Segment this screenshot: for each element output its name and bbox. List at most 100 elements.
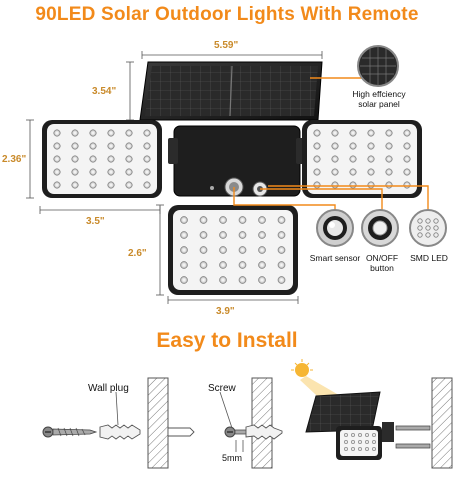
led-dot [238, 276, 247, 284]
led-dot [367, 181, 375, 189]
led-dot [53, 155, 61, 163]
install-step-3 [291, 359, 453, 469]
led-dot [53, 181, 61, 189]
led-dot [349, 181, 357, 189]
led-dot [349, 129, 357, 137]
side-width-label: 3.5" [86, 216, 105, 227]
smart-sensor-label: Smart sensor [309, 253, 361, 263]
led-dot [89, 168, 97, 176]
depth-label: 5mm [222, 453, 242, 463]
led-dot [349, 168, 357, 176]
dimension-lines [26, 51, 323, 304]
led-dot [199, 261, 208, 269]
led-dot [277, 246, 286, 254]
led-dot [351, 440, 356, 445]
led-dot [433, 232, 439, 238]
led-dot [71, 129, 79, 137]
led-dot [331, 181, 339, 189]
led-dot [403, 155, 411, 163]
smd-led-zoom [409, 209, 447, 247]
led-dot [238, 231, 247, 239]
led-dot [53, 168, 61, 176]
led-dot [277, 216, 286, 224]
led-dot [71, 155, 79, 163]
led-dot [313, 181, 321, 189]
led-dot [425, 225, 431, 231]
led-dot [417, 225, 423, 231]
led-dot [313, 129, 321, 137]
led-dot [143, 142, 151, 150]
led-dot [258, 276, 266, 284]
led-dot [313, 142, 321, 150]
right-led-panel [302, 120, 422, 198]
led-dot [258, 246, 266, 254]
led-dot [372, 433, 377, 438]
led-dot [238, 216, 247, 224]
bottom-height-label: 2.6" [128, 248, 147, 259]
led-dot [199, 246, 208, 254]
solar-panel-label: High effciency solar panel [352, 89, 406, 109]
led-dot [199, 216, 208, 224]
led-dot [53, 142, 61, 150]
led-dot [199, 231, 208, 239]
screw-label: Screw [208, 383, 236, 394]
bottom-led-panel [168, 205, 298, 295]
led-dot [219, 276, 227, 284]
led-dot [344, 440, 349, 445]
led-dot [367, 168, 375, 176]
led-dot [199, 276, 208, 284]
onoff-button-zoom [361, 209, 399, 247]
led-dot [331, 129, 339, 137]
led-dot [365, 433, 370, 438]
led-dot [219, 216, 227, 224]
product-title: 90LED Solar Outdoor Lights With Remote [35, 4, 419, 25]
led-dot [125, 142, 133, 150]
led-dot [180, 231, 188, 239]
led-dot [219, 246, 227, 254]
led-dot [385, 168, 393, 176]
led-dot [425, 232, 431, 238]
led-dot [143, 168, 151, 176]
led-dot [433, 218, 439, 224]
install-step-1 [42, 377, 195, 469]
led-dot [344, 447, 349, 452]
led-dot [180, 246, 188, 254]
led-dot [219, 261, 227, 269]
solar-panel [139, 61, 323, 121]
smd-led-label: SMD LED [410, 253, 448, 263]
led-dot [238, 246, 247, 254]
led-dot [331, 168, 339, 176]
led-dot [277, 261, 286, 269]
led-dot [417, 218, 423, 224]
led-dot [313, 155, 321, 163]
led-dot [125, 168, 133, 176]
led-dot [385, 181, 393, 189]
led-dot [89, 142, 97, 150]
led-dot [143, 181, 151, 189]
led-dot [403, 129, 411, 137]
led-dot [277, 276, 286, 284]
smart-sensor-zoom [316, 209, 354, 247]
led-dot [358, 447, 363, 452]
led-dot [258, 261, 266, 269]
solar-panel-zoom [357, 45, 399, 87]
left-led-panel [42, 120, 162, 198]
led-dot [385, 142, 393, 150]
led-dot [219, 231, 227, 239]
led-dot [180, 276, 188, 284]
led-dot [403, 142, 411, 150]
install-step-2 [219, 377, 283, 469]
panel-height-label: 3.54" [92, 86, 117, 97]
led-dot [71, 142, 79, 150]
led-dot [143, 155, 151, 163]
led-dot [125, 129, 133, 137]
led-dot [403, 168, 411, 176]
led-dot [331, 142, 339, 150]
led-dot [277, 231, 286, 239]
led-dot [143, 129, 151, 137]
led-dot [367, 129, 375, 137]
led-dot [125, 155, 133, 163]
onoff-button-label: ON/OFF button [365, 253, 399, 273]
led-dot [71, 181, 79, 189]
